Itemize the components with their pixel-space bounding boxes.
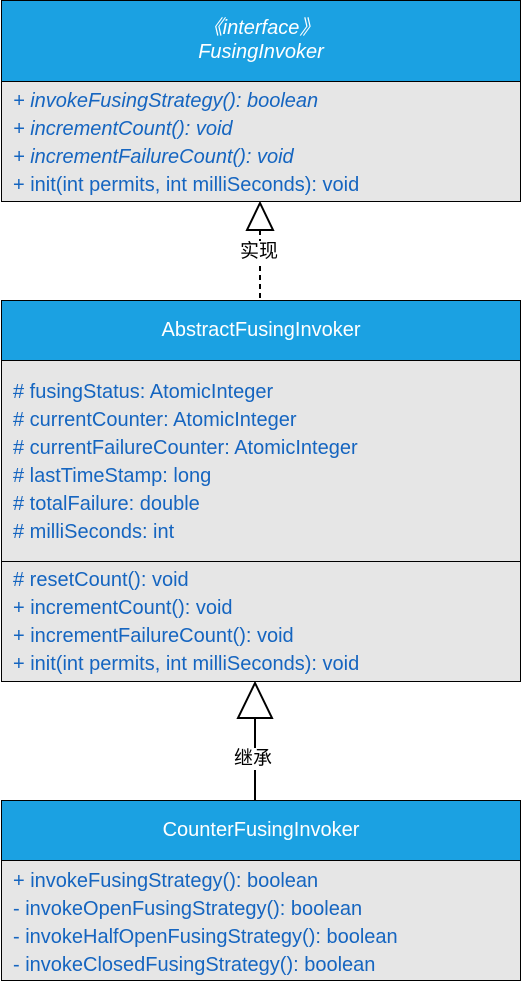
- concrete-methods: + invokeFusingStrategy(): boolean - invo…: [2, 861, 520, 979]
- method-item: + incrementFailureCount(): void: [13, 625, 294, 647]
- method-item: + incrementCount(): void: [13, 118, 233, 140]
- abstract-attributes: # fusingStatus: AtomicInteger # currentC…: [2, 361, 520, 561]
- concrete-class-box[interactable]: CounterFusingInvoker + invokeFusingStrat…: [1, 800, 521, 981]
- interface-name: FusingInvoker: [198, 41, 324, 63]
- method-item: + init(int permits, int milliSeconds): v…: [13, 174, 360, 196]
- abstract-class-name: AbstractFusingInvoker: [161, 319, 361, 341]
- abstract-methods: # resetCount(): void + incrementCount():…: [2, 561, 520, 678]
- attribute-item: # currentCounter: AtomicInteger: [13, 409, 297, 431]
- concrete-class-name: CounterFusingInvoker: [162, 819, 360, 841]
- method-item: - invokeOpenFusingStrategy(): boolean: [13, 898, 363, 920]
- method-item: + incrementFailureCount(): void: [13, 146, 294, 168]
- method-item: + invokeFusingStrategy(): boolean: [13, 90, 319, 112]
- abstract-class-header: AbstractFusingInvoker: [2, 301, 520, 361]
- concrete-class-header: CounterFusingInvoker: [2, 801, 520, 861]
- method-item: - invokeClosedFusingStrategy(): boolean: [13, 954, 376, 976]
- realization-arrowhead: [245, 200, 275, 231]
- method-item: + init(int permits, int milliSeconds): v…: [13, 653, 360, 675]
- interface-stereotype: 《interface》: [202, 17, 320, 39]
- method-item: # resetCount(): void: [13, 569, 189, 591]
- interface-class-box[interactable]: 《interface》 FusingInvoker + invokeFusing…: [1, 0, 521, 202]
- realization-label: 实现: [240, 241, 279, 263]
- inheritance-arrowhead: [236, 680, 274, 719]
- method-item: + invokeFusingStrategy(): boolean: [13, 870, 319, 892]
- method-item: - invokeHalfOpenFusingStrategy(): boolea…: [13, 926, 398, 948]
- attribute-item: # currentFailureCounter: AtomicInteger: [13, 437, 358, 459]
- interface-methods: + invokeFusingStrategy(): boolean + incr…: [2, 82, 520, 201]
- inheritance-label: 继承: [234, 748, 273, 770]
- interface-header: 《interface》 FusingInvoker: [2, 1, 520, 82]
- attribute-item: # fusingStatus: AtomicInteger: [13, 381, 274, 403]
- attribute-item: # milliSeconds: int: [13, 521, 175, 543]
- attribute-item: # totalFailure: double: [13, 493, 200, 515]
- method-item: + incrementCount(): void: [13, 597, 233, 619]
- abstract-class-box[interactable]: AbstractFusingInvoker # fusingStatus: At…: [1, 300, 521, 682]
- attribute-item: # lastTimeStamp: long: [13, 465, 212, 487]
